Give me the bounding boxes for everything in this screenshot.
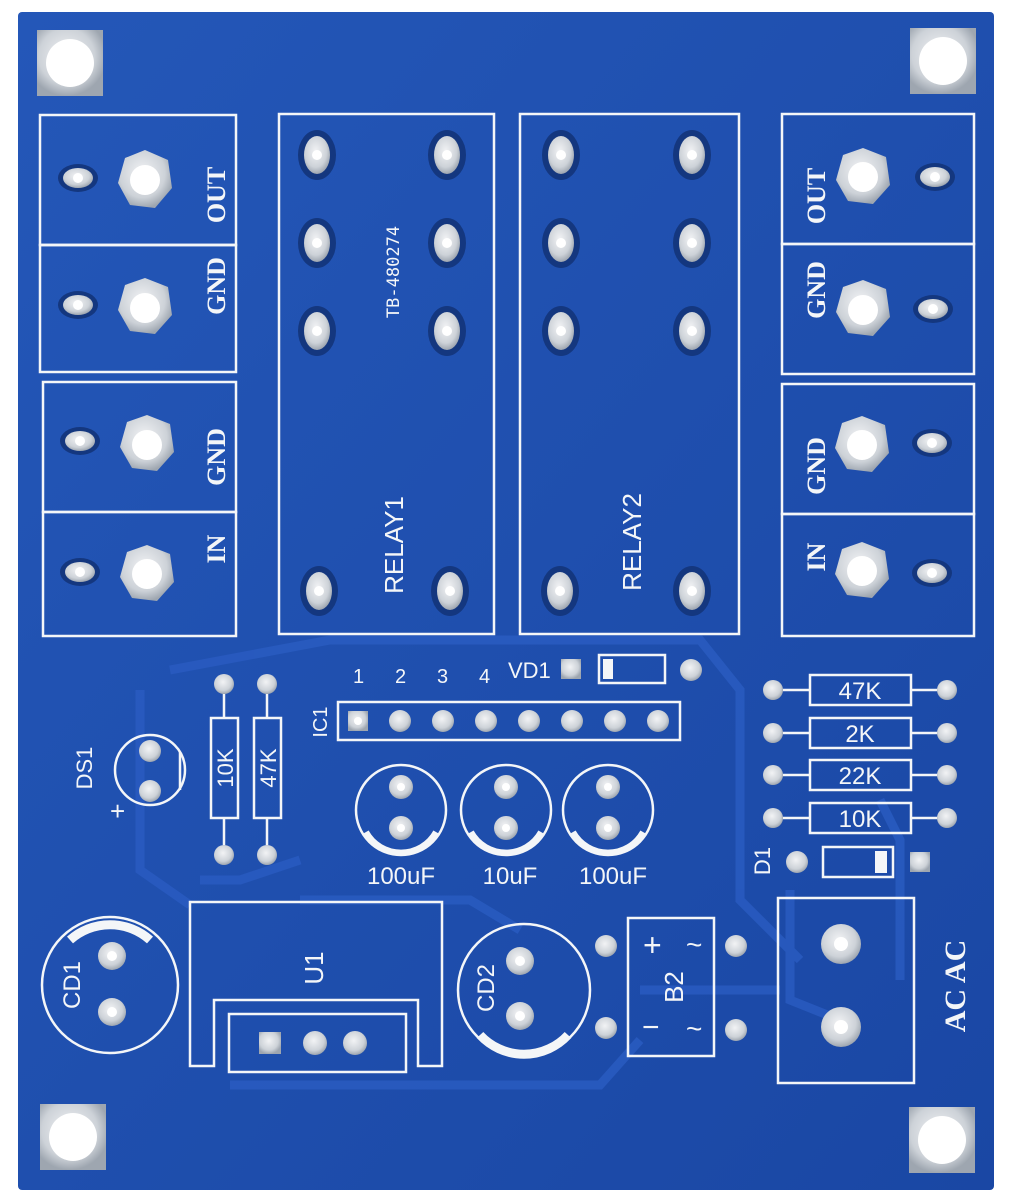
ic1-pads	[348, 710, 669, 732]
cap3-label: 100uF	[579, 863, 647, 890]
left-gnd-bottom-label: GND	[202, 428, 231, 486]
d1-cathode-band	[875, 851, 887, 873]
left-gnd-top-label: GND	[202, 257, 231, 315]
ds1-label: DS1	[72, 747, 97, 790]
right-gnd-top-label: GND	[802, 261, 831, 319]
ic1-pin3-label: 3	[437, 666, 448, 688]
b2-pad-minus	[595, 1017, 617, 1039]
u1-label: U1	[299, 951, 329, 984]
vd1-body	[597, 653, 667, 685]
vd1-square-pad	[561, 659, 581, 679]
cd2-polarity-arc	[476, 1031, 572, 1059]
cap2-label: 10uF	[483, 863, 538, 890]
ic1-pin1-label: 1	[353, 666, 364, 688]
b2-label: B2	[659, 971, 689, 1003]
left-terminal-blocks	[38, 113, 238, 638]
right-terminal-pads	[835, 148, 955, 598]
left-in-label: IN	[202, 534, 231, 563]
right-out-label: OUT	[802, 168, 831, 224]
b2-outline	[626, 916, 716, 1058]
u1-pad-3	[343, 1031, 367, 1055]
b2-pad-ac-top	[725, 935, 747, 957]
r-2k-label: 2K	[845, 721, 874, 748]
right-terminal-blocks	[780, 112, 976, 638]
board-substrate	[18, 12, 994, 1190]
cd1-outline	[40, 915, 180, 1055]
cap1-label: 100uF	[367, 863, 435, 890]
d1-body	[821, 845, 895, 879]
d1-pad-square	[910, 852, 930, 872]
ds1-pad-2	[139, 780, 161, 802]
vd1-label: VD1	[508, 658, 551, 683]
b2-pad-ac-bottom	[725, 1019, 747, 1041]
relay1-label: RELAY1	[379, 496, 409, 594]
electrolytic-caps	[354, 763, 655, 857]
cd1-label: CD1	[59, 961, 86, 1009]
right-gnd-bottom-label: GND	[802, 437, 831, 495]
u1-outline	[188, 900, 444, 1074]
b2-minus-label: −	[642, 1011, 660, 1044]
board-code-label: TB-480274	[384, 226, 404, 318]
vd1-pad	[680, 659, 702, 681]
copper-traces	[135, 635, 905, 1090]
ds1-plus-label: +	[110, 796, 125, 826]
ds1-pad-1	[139, 740, 161, 762]
left-resistors	[209, 674, 283, 865]
u1-pad-1	[259, 1032, 281, 1054]
relay1-pads	[298, 130, 469, 616]
ic1-pin2-label: 2	[395, 666, 406, 688]
ds1-outline	[113, 733, 187, 807]
u1-pad-2	[303, 1031, 327, 1055]
d1-pad-round	[786, 851, 808, 873]
cd2-label: CD2	[473, 964, 500, 1012]
r-10k-left-label: 10K	[213, 748, 238, 787]
ac-label: AC AC	[939, 940, 972, 1033]
right-resistors	[763, 673, 957, 835]
ic1-outline	[336, 700, 682, 742]
d1-label: D1	[750, 847, 775, 875]
b2-ac-bottom-label: ~	[686, 1013, 702, 1044]
ic1-pin4-label: 4	[479, 666, 490, 688]
r-47k-left-label: 47K	[256, 748, 281, 787]
mounting-holes	[37, 28, 976, 1173]
r-22k-label: 22K	[839, 763, 882, 790]
b2-pad-plus	[595, 935, 617, 957]
relay2-label: RELAY2	[617, 493, 647, 591]
r-47k-label: 47K	[839, 678, 882, 705]
relay-outlines	[277, 112, 741, 636]
ac-terminal-outline	[776, 896, 916, 1085]
relay2-pads	[541, 130, 711, 616]
left-terminal-pads	[58, 150, 174, 601]
b2-plus-label: +	[643, 927, 662, 963]
right-in-label: IN	[802, 542, 831, 571]
vd1-cathode-band	[603, 659, 613, 679]
cd1-polarity-arc	[67, 920, 153, 944]
r-10k-label: 10K	[839, 806, 882, 833]
ic1-label: IC1	[310, 706, 332, 737]
left-out-label: OUT	[202, 167, 231, 223]
b2-ac-top-label: ~	[686, 929, 702, 960]
